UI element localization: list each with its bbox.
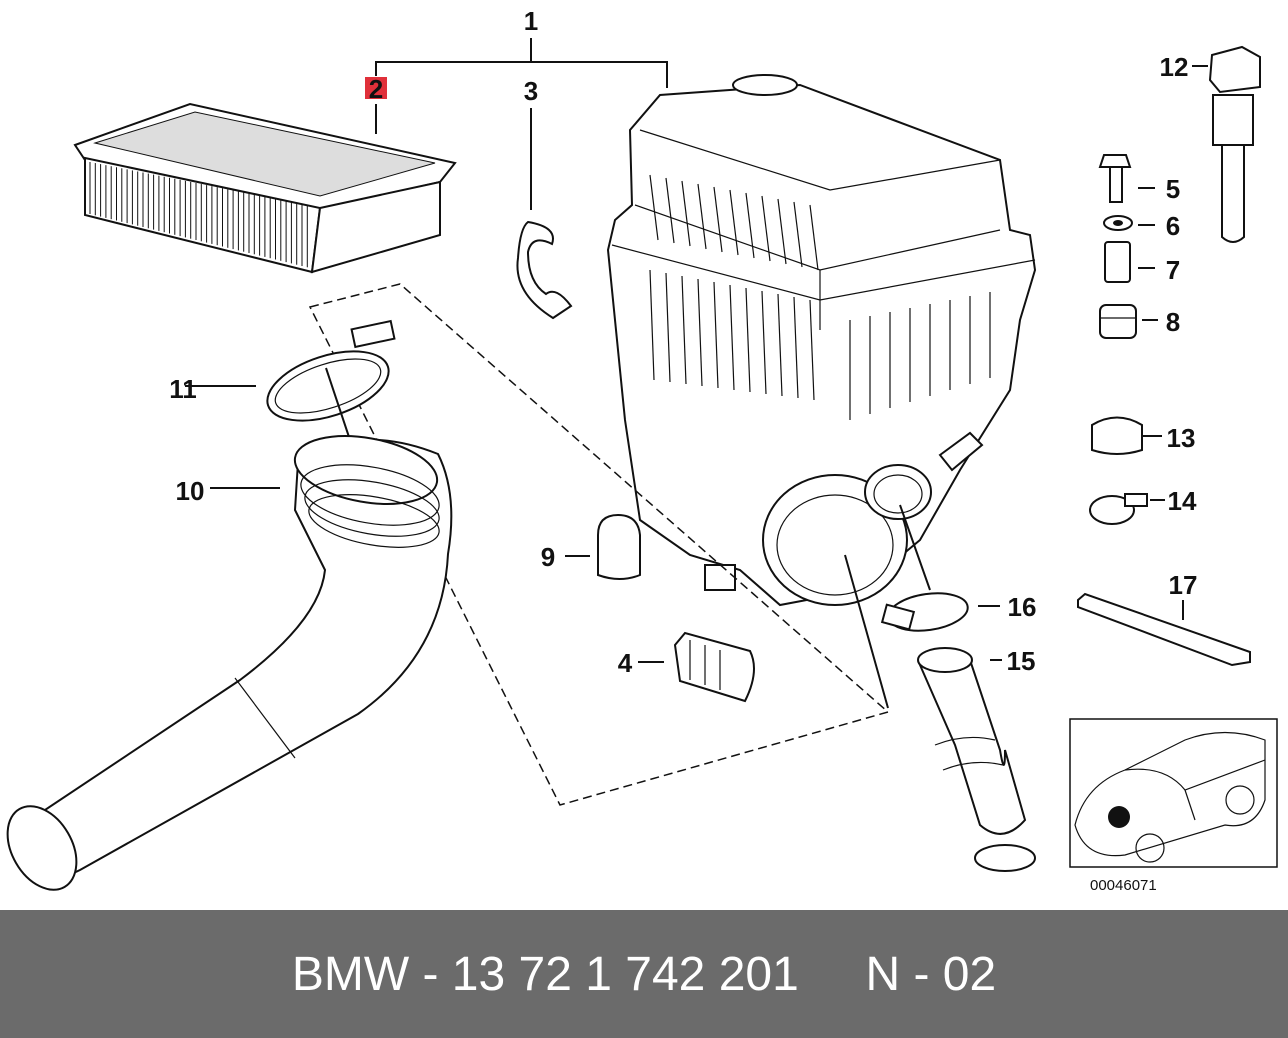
intake-duct [6, 435, 453, 891]
callout-16: 16 [1008, 592, 1037, 622]
callout-7: 7 [1166, 255, 1180, 285]
callout-11: 11 [169, 374, 197, 404]
callout-labels: 1 2 3 4 5 6 7 8 9 10 11 12 13 14 15 16 1… [169, 6, 1197, 678]
parts-diagram: 00046071 1 2 3 4 5 6 7 8 9 10 11 12 13 1… [6, 6, 1278, 894]
hose-clamp [185, 319, 396, 441]
screw [1098, 154, 1155, 203]
housing-ribs [649, 174, 991, 420]
callout-8: 8 [1166, 307, 1180, 337]
housing-clamp [880, 504, 1000, 632]
vehicle-location-thumbnail: 00046071 [1069, 718, 1278, 894]
callout-4: 4 [618, 648, 633, 678]
intake-sensor [1192, 45, 1261, 243]
assembly-outline [308, 283, 890, 806]
callout-5: 5 [1166, 174, 1180, 204]
callout-2: 2 [369, 74, 383, 104]
diagram-code: 00046071 [1090, 877, 1157, 894]
cable-tie [1077, 592, 1251, 667]
connection-tube [917, 647, 1036, 872]
callout-15: 15 [1007, 646, 1036, 676]
part-number-caption: BMW - 13 72 1 742 201 N - 02 [291, 947, 997, 1001]
callout-13: 13 [1167, 423, 1196, 453]
air-filter-element [73, 102, 457, 274]
filter-pleats [89, 162, 308, 268]
rubber-ring [1091, 416, 1162, 455]
callout-14: 14 [1168, 486, 1197, 516]
callout-17: 17 [1169, 570, 1198, 600]
callout-9: 9 [541, 542, 555, 572]
grommet [1099, 304, 1158, 339]
footer-bar: BMW - 13 72 1 742 201 N - 02 [0, 910, 1288, 1038]
clip-part [516, 108, 573, 320]
air-filter-housing [606, 74, 1037, 709]
rubber-mount [638, 631, 755, 703]
sleeve [1104, 241, 1155, 283]
callout-2-highlight [365, 77, 387, 99]
callout-10: 10 [176, 476, 205, 506]
washer [1103, 215, 1155, 231]
rubber-cap [565, 513, 641, 580]
small-hose-clamp [1089, 493, 1165, 525]
assembly-bracket [375, 38, 668, 88]
callout-3: 3 [524, 76, 538, 106]
callout-12: 12 [1160, 52, 1189, 82]
callout-1: 1 [524, 6, 538, 36]
callout-6: 6 [1166, 211, 1180, 241]
